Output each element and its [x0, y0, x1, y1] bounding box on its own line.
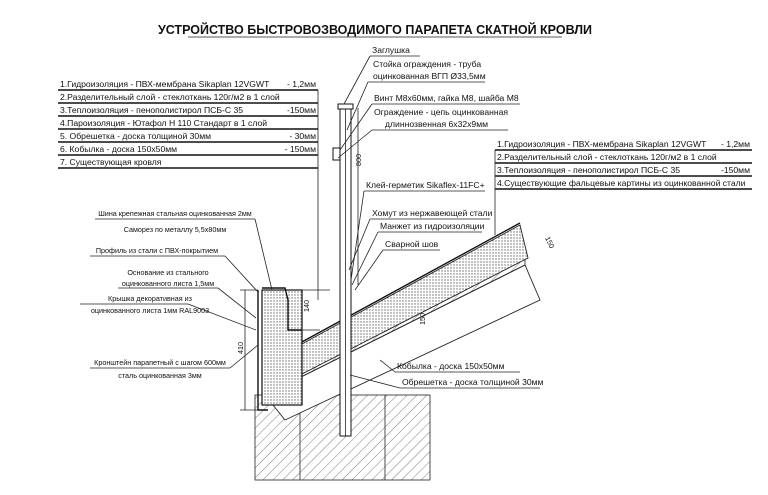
right-layer-1: 1.Гидроизоляция - ПВХ-мембрана Sikaplan …	[497, 139, 707, 149]
callout-rail-1: Шина крепежная стальная оцинкованная 2мм	[98, 209, 252, 218]
callout-sealant: Клей-герметик Sikaflex-11FC+	[366, 180, 485, 190]
left-layer-3-value: -150мм	[287, 105, 316, 115]
right-layer-2: 2.Разделительный слой - стеклоткань 120г…	[497, 152, 717, 162]
right-layer-table: 1.Гидроизоляция - ПВХ-мембрана Sikaplan …	[494, 139, 752, 235]
callout-plug: Заглушка	[372, 45, 410, 55]
right-layer-1-value: - 1,2мм	[721, 139, 750, 149]
steel-profile	[262, 287, 302, 331]
dim-parapet-height: 410	[236, 342, 245, 354]
left-layer-1-value: - 1,2мм	[287, 79, 316, 89]
left-layer-1: 1.Гидроизоляция - ПВХ-мембрана Sikaplan …	[60, 79, 270, 89]
roof-membrane	[299, 222, 521, 344]
chain-anchor	[332, 147, 341, 161]
left-layer-2: 2.Разделительный слой - стеклоткань 120г…	[60, 92, 280, 102]
callout-clamp: Хомут из нержавеющей стали	[372, 208, 493, 218]
left-layer-7: 7. Существующая кровля	[60, 157, 162, 167]
right-layer-3-value: -150мм	[721, 165, 750, 175]
parapet-insulation	[261, 289, 303, 406]
dim-post-height: 800	[354, 154, 363, 166]
drawing-title: УСТРОЙСТВО БЫСТРОВОЗВОДИМОГО ПАРАПЕТА СК…	[158, 22, 592, 37]
callout-rail-2: Саморез по металлу 5,5x80мм	[124, 225, 227, 234]
callout-cap-2: оцинкованного листа 1мм RAL9003	[91, 306, 209, 315]
dim-parapet-top: 140	[302, 300, 311, 312]
left-layer-5: 5. Обрешетка - доска толщиной 30мм	[60, 131, 211, 141]
left-layer-6-value: - 150мм	[285, 144, 316, 154]
callout-base-1: Основание из стального	[127, 268, 208, 277]
callout-post-2: оцинкованная ВГП Ø33,5мм	[373, 71, 486, 81]
left-layer-3: 3.Теплоизоляция - пенополистирол ПСБ-С 3…	[60, 105, 243, 115]
callout-screw: Винт М8x60мм, гайка М8, шайба М8	[374, 93, 519, 103]
callout-bracket-2: сталь оцинкованная 3мм	[118, 371, 202, 380]
callout-batten: Обрешетка - доска толщиной 30мм	[402, 377, 544, 387]
callout-post-1: Стойка ограждения - труба	[373, 59, 481, 69]
callout-cuff: Манжет из гидроизоляции	[380, 221, 485, 231]
dim-kobylka: 150	[418, 313, 427, 325]
callouts: Заглушка Стойка ограждения - труба оцинк…	[80, 45, 544, 389]
callout-profile: Профиль из стали с ПВХ-покрытием	[96, 246, 218, 255]
callout-bracket-1: Кронштейн парапетный с шагом 600мм	[94, 358, 226, 367]
callout-kobylka: Кобылка - доска 150x50мм	[397, 361, 505, 371]
post-plug	[337, 103, 354, 110]
left-layer-6: 6. Кобылка - доска 150x50мм	[60, 144, 177, 154]
callout-weld: Сварной шов	[385, 239, 439, 249]
callout-chain-1: Ограждение - цепь оцинкованная	[374, 107, 508, 117]
callout-chain-2: длиннозвенная 6x32x9мм	[385, 119, 488, 129]
left-layer-table: 1.Гидроизоляция - ПВХ-мембрана Sikaplan …	[58, 79, 319, 300]
callout-cap-1: Крышка декоративная из	[108, 294, 193, 303]
callout-base-2: оцинкованного листа 1,5мм	[122, 279, 214, 288]
left-layer-5-value: - 30мм	[289, 131, 316, 141]
right-layer-4: 4.Существующие фальцевые картины из оцин…	[497, 178, 746, 188]
left-layer-4: 4.Пароизоляция - Ютафол Н 110 Стандарт в…	[60, 118, 267, 128]
right-layer-3: 3.Теплоизоляция - пенополистирол ПСБ-С 3…	[497, 165, 680, 175]
dim-insulation: 150	[543, 235, 556, 250]
